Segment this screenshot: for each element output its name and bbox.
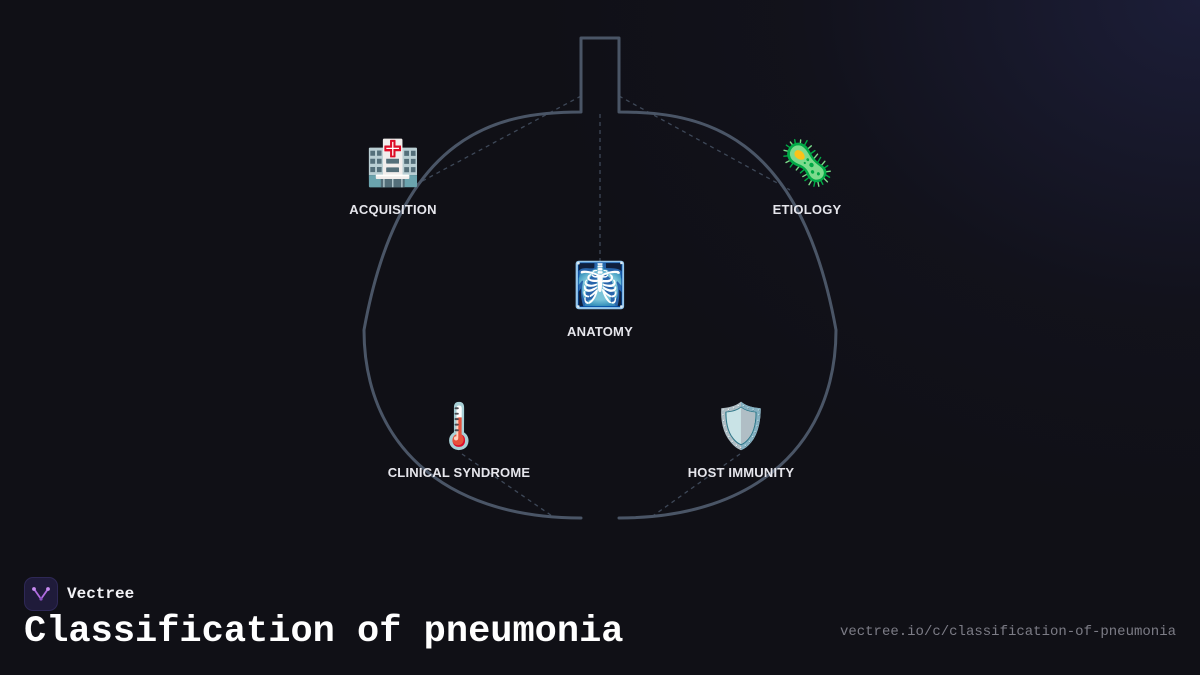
flask-outline <box>362 36 838 520</box>
node-label: ETIOLOGY <box>772 202 842 217</box>
thermometer-icon: 🌡️ <box>431 401 487 452</box>
x-ray-icon: 🩻 <box>572 260 628 311</box>
page-url[interactable]: vectree.io/c/classification-of-pneumonia <box>839 624 1176 640</box>
brand-name: Vectree <box>67 585 135 603</box>
shield-icon: 🛡️ <box>713 401 769 452</box>
vectree-logo-icon <box>24 577 58 611</box>
microbe-icon: 🦠 <box>779 138 835 189</box>
node-clinical-syndrome[interactable]: 🌡️ CLINICAL SYNDROME <box>359 401 559 481</box>
node-label: ANATOMY <box>567 324 633 339</box>
page-title: Classification of pneumonia <box>24 611 624 653</box>
node-host-immunity[interactable]: 🛡️ HOST IMMUNITY <box>641 401 841 481</box>
hospital-icon: 🏥 <box>365 138 421 189</box>
logo-mark <box>32 587 50 601</box>
connector-host-immunity <box>649 453 741 519</box>
node-etiology[interactable]: 🦠 ETIOLOGY <box>707 138 907 218</box>
node-anatomy[interactable]: 🩻 ANATOMY <box>500 260 700 340</box>
node-label: ACQUISITION <box>349 202 437 217</box>
connector-clinical-syndrome <box>461 453 556 519</box>
node-acquisition[interactable]: 🏥 ACQUISITION <box>293 138 493 218</box>
node-label: CLINICAL SYNDROME <box>387 465 531 480</box>
node-label: HOST IMMUNITY <box>687 465 795 480</box>
brand[interactable]: Vectree <box>24 577 134 611</box>
